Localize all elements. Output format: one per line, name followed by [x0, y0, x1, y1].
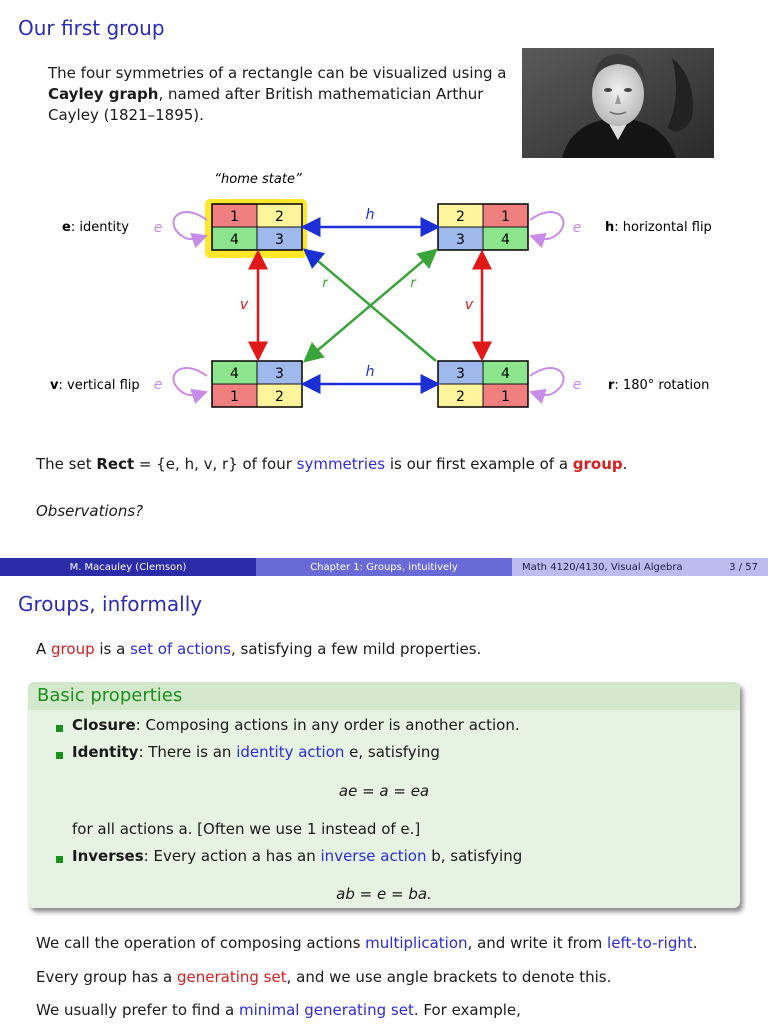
footer-chapter: Chapter 1: Groups, intuitively	[256, 558, 512, 576]
slide-title: Our first group	[18, 16, 165, 40]
basic-properties-block: Basic properties Closure: Composing acti…	[28, 682, 740, 908]
group-term: group	[572, 455, 623, 473]
identity-equation: ae = a = ea	[338, 782, 430, 800]
home-state-label: “home state”	[214, 172, 302, 187]
set-rect-sentence: The set Rect = {e, h, v, r} of four symm…	[36, 455, 628, 473]
slide-1: Our first group The four symmetries of a…	[18, 16, 714, 520]
r-label-right: r	[410, 276, 417, 291]
rotation-label: r: 180° rotation	[608, 378, 709, 393]
vflip-label: v: vertical flip	[50, 378, 140, 393]
generating-set-line: Every group has a generating set, and we…	[36, 968, 612, 986]
rect-cell-number: 2	[456, 389, 465, 405]
e-loop-bottom-left	[172, 366, 208, 405]
closure-item: Closure: Composing actions in any order …	[72, 716, 520, 734]
r-edge-diagonal-2	[303, 248, 437, 362]
cayley-graph-term: Cayley graph	[48, 85, 159, 103]
rect-cell-number: 2	[456, 209, 465, 225]
rect-cell-number: 1	[230, 389, 239, 405]
for-all-actions: for all actions a. [Often we use 1 inste…	[72, 820, 421, 838]
rect-cell-number: 4	[501, 366, 510, 382]
slide-footer: M. Macauley (Clemson) Chapter 1: Groups,…	[0, 558, 768, 576]
page-number: 3 / 57	[729, 561, 758, 573]
e-label-bl: e	[154, 377, 163, 393]
v-label-left: v	[240, 297, 249, 313]
e-label-br: e	[573, 377, 582, 393]
identity-label: e: identity	[62, 220, 129, 235]
observations: Observations?	[36, 502, 144, 520]
rect-cell-number: 3	[275, 366, 284, 382]
h-label-bottom: h	[366, 364, 375, 380]
r-label-left: r	[322, 276, 329, 291]
minimal-generating-set-line: We usually prefer to find a minimal gene…	[36, 1001, 521, 1019]
rect-cell-number: 4	[230, 232, 239, 248]
inverses-item: Inverses: Every action a has an inverse …	[72, 847, 523, 865]
block-title: Basic properties	[28, 682, 740, 710]
rect-cell-number: 4	[501, 232, 510, 248]
e-label-tl: e	[154, 220, 163, 236]
e-label-tr: e	[573, 220, 582, 236]
intro-paragraph: The four symmetries of a rectangle can b…	[48, 64, 507, 124]
rect-cell-number: 2	[275, 389, 284, 405]
inverse-equation: ab = e = ba.	[336, 885, 432, 903]
group-definition-line: A group is a set of actions, satisfying …	[36, 640, 482, 658]
h-label-top: h	[366, 207, 375, 223]
bullet-icon	[56, 752, 63, 759]
hflip-label: h: horizontal flip	[605, 220, 712, 235]
rect-cell-number: 2	[275, 209, 284, 225]
rect-cell-number: 4	[230, 366, 239, 382]
identity-item: Identity: There is an identity action e,…	[72, 743, 440, 761]
rect-cell-number: 1	[501, 389, 510, 405]
bullet-icon	[56, 856, 63, 863]
slide-2: Groups, informally A group is a set of a…	[0, 576, 768, 1024]
cayley-portrait	[522, 48, 714, 158]
e-loop-top-right	[529, 210, 565, 249]
rect-cell-number: 1	[230, 209, 239, 225]
v-label-right: v	[465, 297, 474, 313]
symmetries-link[interactable]: symmetries	[296, 455, 386, 473]
slide-title-2: Groups, informally	[18, 592, 203, 616]
multiplication-line: We call the operation of composing actio…	[36, 934, 698, 952]
rect-cell-number: 3	[456, 366, 465, 382]
rect-cell-number: 3	[456, 232, 465, 248]
e-loop-bottom-right	[529, 366, 565, 405]
bullet-icon	[56, 725, 63, 732]
footer-author: M. Macauley (Clemson)	[0, 558, 256, 576]
rect-cell-number: 1	[501, 209, 510, 225]
rect-cell-number: 3	[275, 232, 284, 248]
e-loop-top-left	[172, 210, 208, 249]
